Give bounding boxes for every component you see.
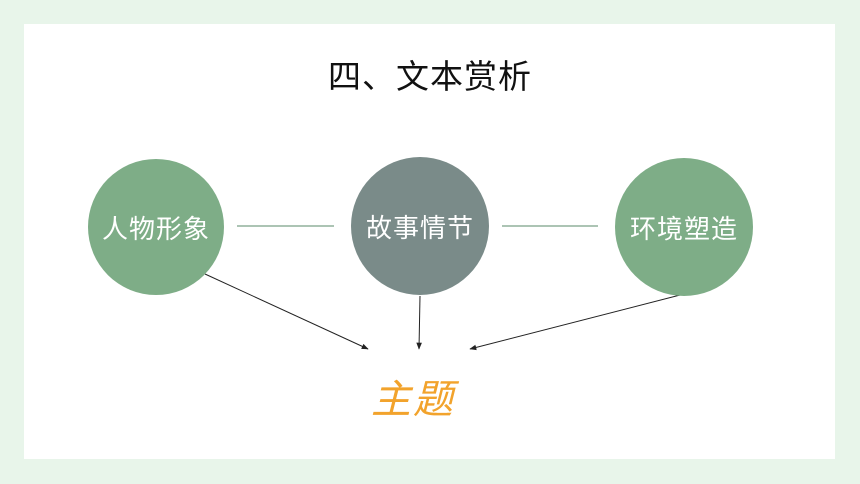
diagram-connectors [204,225,685,351]
node-environment: 环境塑造 [615,158,753,296]
arrow-plot-to-theme [416,295,422,350]
node-story-plot-label: 故事情节 [365,213,474,244]
arrow-character-to-theme [204,273,369,350]
slide-title: 四、文本赏析 [328,57,532,96]
arrow-setting-to-theme [469,293,685,351]
node-story-plot: 故事情节 [351,157,489,295]
node-environment-label: 环境塑造 [629,214,738,245]
theme-label: 主题 [371,377,455,423]
slide-canvas: 四、文本赏析 人物形象 故事情节 环境塑造 主题 [24,24,835,459]
node-character-image-label: 人物形象 [101,214,210,245]
node-character-image: 人物形象 [88,159,224,295]
